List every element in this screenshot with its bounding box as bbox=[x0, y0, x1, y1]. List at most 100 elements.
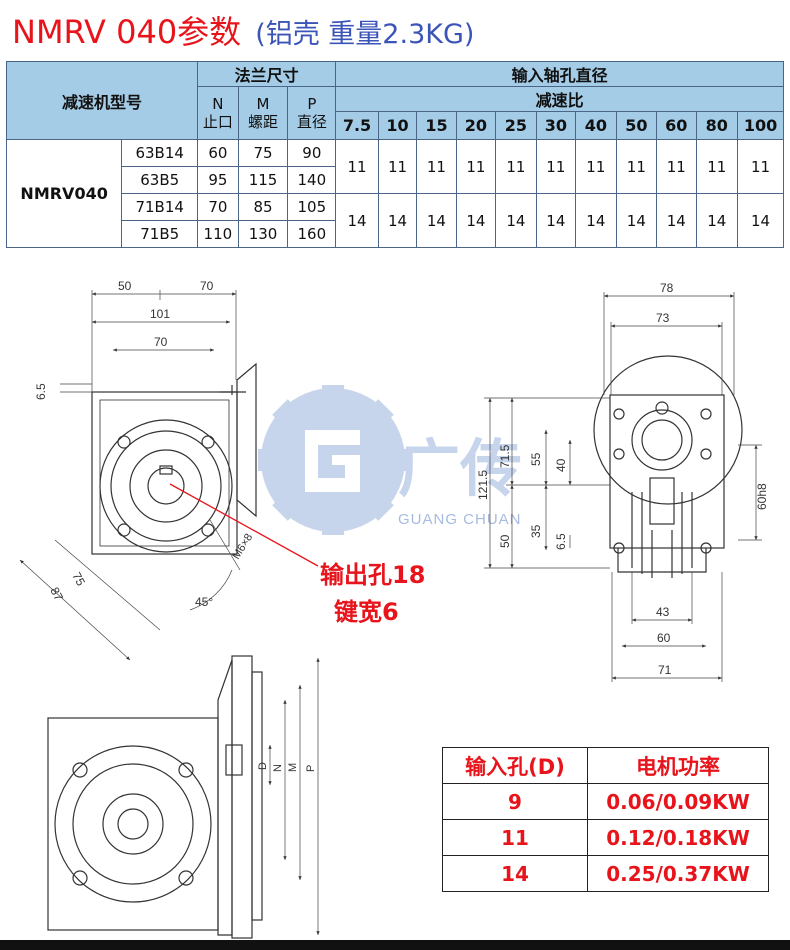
bore-cell: 14 bbox=[335, 193, 379, 248]
power-kw-cell: 0.12/0.18KW bbox=[587, 819, 769, 856]
dim-121-5: 121.5 bbox=[476, 470, 490, 500]
keyway-width-label: 键宽6 bbox=[334, 598, 399, 626]
flange-cell: 63B5 bbox=[121, 166, 199, 194]
side-view-dims bbox=[484, 292, 762, 682]
dim-50: 50 bbox=[118, 279, 132, 293]
flange-cell: 71B14 bbox=[121, 193, 199, 221]
header-input: 输入轴孔直径 bbox=[335, 61, 784, 87]
bore-cell: 14 bbox=[737, 193, 784, 248]
watermark-logo: 广传 GUANG CHUAN bbox=[258, 385, 522, 535]
front-view bbox=[91, 362, 257, 555]
side-view-labels: 78 73 71.5 121.5 55 40 50 35 6.5 60h8 43… bbox=[476, 281, 769, 677]
m-cell: 115 bbox=[237, 166, 289, 194]
technical-drawing: 广传 GUANG CHUAN 50 70 101 70 6.5 75 87 bbox=[19, 279, 769, 939]
bore-cell: 11 bbox=[335, 139, 379, 194]
dim-35: 35 bbox=[529, 524, 543, 538]
ratio-cell: 7.5 bbox=[335, 111, 379, 140]
power-kw-cell: 0.25/0.37KW bbox=[587, 855, 769, 892]
header-model: 减速机型号 bbox=[5, 61, 199, 140]
flange-cell: 71B5 bbox=[121, 220, 199, 248]
bore-cell: 14 bbox=[695, 193, 739, 248]
dim-70b: 70 bbox=[154, 335, 168, 349]
power-kw-cell: 0.06/0.09KW bbox=[587, 783, 769, 820]
bore-cell: 11 bbox=[695, 139, 739, 194]
page-title: NMRV 040参数(铝壳 重量2.3KG) bbox=[12, 10, 474, 54]
bore-cell: 11 bbox=[455, 139, 497, 194]
power-header-power: 电机功率 bbox=[587, 747, 769, 784]
flange-view-dims bbox=[268, 658, 320, 935]
p-cell: 105 bbox=[287, 193, 337, 221]
front-view-labels: 50 70 101 70 6.5 75 87 45° M6×8 bbox=[34, 279, 255, 609]
dim-n: N bbox=[272, 764, 284, 772]
bore-cell: 14 bbox=[656, 193, 697, 248]
m-cell: 130 bbox=[237, 220, 289, 248]
bore-cell: 11 bbox=[615, 139, 658, 194]
dim-45deg: 45° bbox=[195, 595, 213, 609]
power-d-cell: 14 bbox=[442, 855, 588, 892]
bore-cell: 11 bbox=[495, 139, 537, 194]
dim-75: 75 bbox=[69, 570, 88, 589]
power-d-cell: 11 bbox=[442, 819, 588, 856]
ratio-cell: 25 bbox=[495, 111, 537, 140]
title-main: NMRV 040参数 bbox=[12, 13, 242, 51]
dim-p: P bbox=[305, 765, 317, 772]
dim-70: 70 bbox=[200, 279, 214, 293]
n-cell: 60 bbox=[197, 139, 239, 167]
dim-73: 73 bbox=[656, 311, 670, 325]
ratio-cell: 30 bbox=[535, 111, 577, 140]
power-table: 输入孔(D) 电机功率 9 0.06/0.09KW 11 0.12/0.18KW… bbox=[442, 747, 769, 892]
p-cell: 140 bbox=[287, 166, 337, 194]
dim-6-5: 6.5 bbox=[34, 383, 48, 400]
flange-view bbox=[47, 655, 263, 939]
bore-cell: 14 bbox=[416, 193, 457, 248]
flange-cell: 63B14 bbox=[121, 139, 199, 167]
bore-cell: 14 bbox=[575, 193, 617, 248]
bore-cell: 14 bbox=[535, 193, 577, 248]
bore-cell: 11 bbox=[377, 139, 418, 194]
p-cell: 160 bbox=[287, 220, 337, 248]
ratio-cell: 20 bbox=[455, 111, 497, 140]
p-cell: 90 bbox=[287, 139, 337, 167]
power-header-d: 输入孔(D) bbox=[442, 747, 588, 784]
bore-cell: 14 bbox=[377, 193, 418, 248]
header-ratio: 减速比 bbox=[335, 85, 784, 113]
dim-87: 87 bbox=[47, 585, 66, 604]
ratio-cell: 40 bbox=[575, 111, 617, 140]
bore-cell: 14 bbox=[455, 193, 497, 248]
dim-d: D bbox=[257, 762, 269, 770]
header-p-desc: 直径 bbox=[296, 113, 327, 131]
callout-line bbox=[169, 483, 319, 567]
header-p-code: P bbox=[307, 95, 317, 113]
ratio-cell: 50 bbox=[615, 111, 658, 140]
m-cell: 75 bbox=[237, 139, 289, 167]
bore-cell: 14 bbox=[495, 193, 537, 248]
dim-m6x8: M6×8 bbox=[230, 532, 255, 562]
dim-101: 101 bbox=[150, 307, 170, 321]
header-n-code: N bbox=[212, 95, 224, 113]
header-m-desc: 螺距 bbox=[248, 113, 279, 131]
ratio-cell: 15 bbox=[416, 111, 457, 140]
watermark-cn: 广传 bbox=[398, 435, 522, 504]
power-d-cell: 9 bbox=[442, 783, 588, 820]
dim-40: 40 bbox=[554, 458, 568, 472]
m-cell: 85 bbox=[237, 193, 289, 221]
ratio-cell: 60 bbox=[656, 111, 697, 140]
flange-view-labels: D N M P bbox=[257, 762, 317, 772]
ratio-cell: 80 bbox=[695, 111, 739, 140]
watermark-en: GUANG CHUAN bbox=[398, 511, 522, 528]
dim-m: M bbox=[287, 763, 299, 772]
header-m-code: M bbox=[256, 95, 270, 113]
n-cell: 70 bbox=[197, 193, 239, 221]
header-flange: 法兰尺寸 bbox=[197, 61, 337, 87]
dim-55: 55 bbox=[529, 452, 543, 466]
bore-cell: 11 bbox=[535, 139, 577, 194]
dim-60: 60 bbox=[657, 631, 671, 645]
bore-cell: 11 bbox=[656, 139, 697, 194]
dim-50: 50 bbox=[498, 534, 512, 548]
output-bore-label: 输出孔18 bbox=[320, 561, 426, 589]
bore-cell: 11 bbox=[416, 139, 457, 194]
